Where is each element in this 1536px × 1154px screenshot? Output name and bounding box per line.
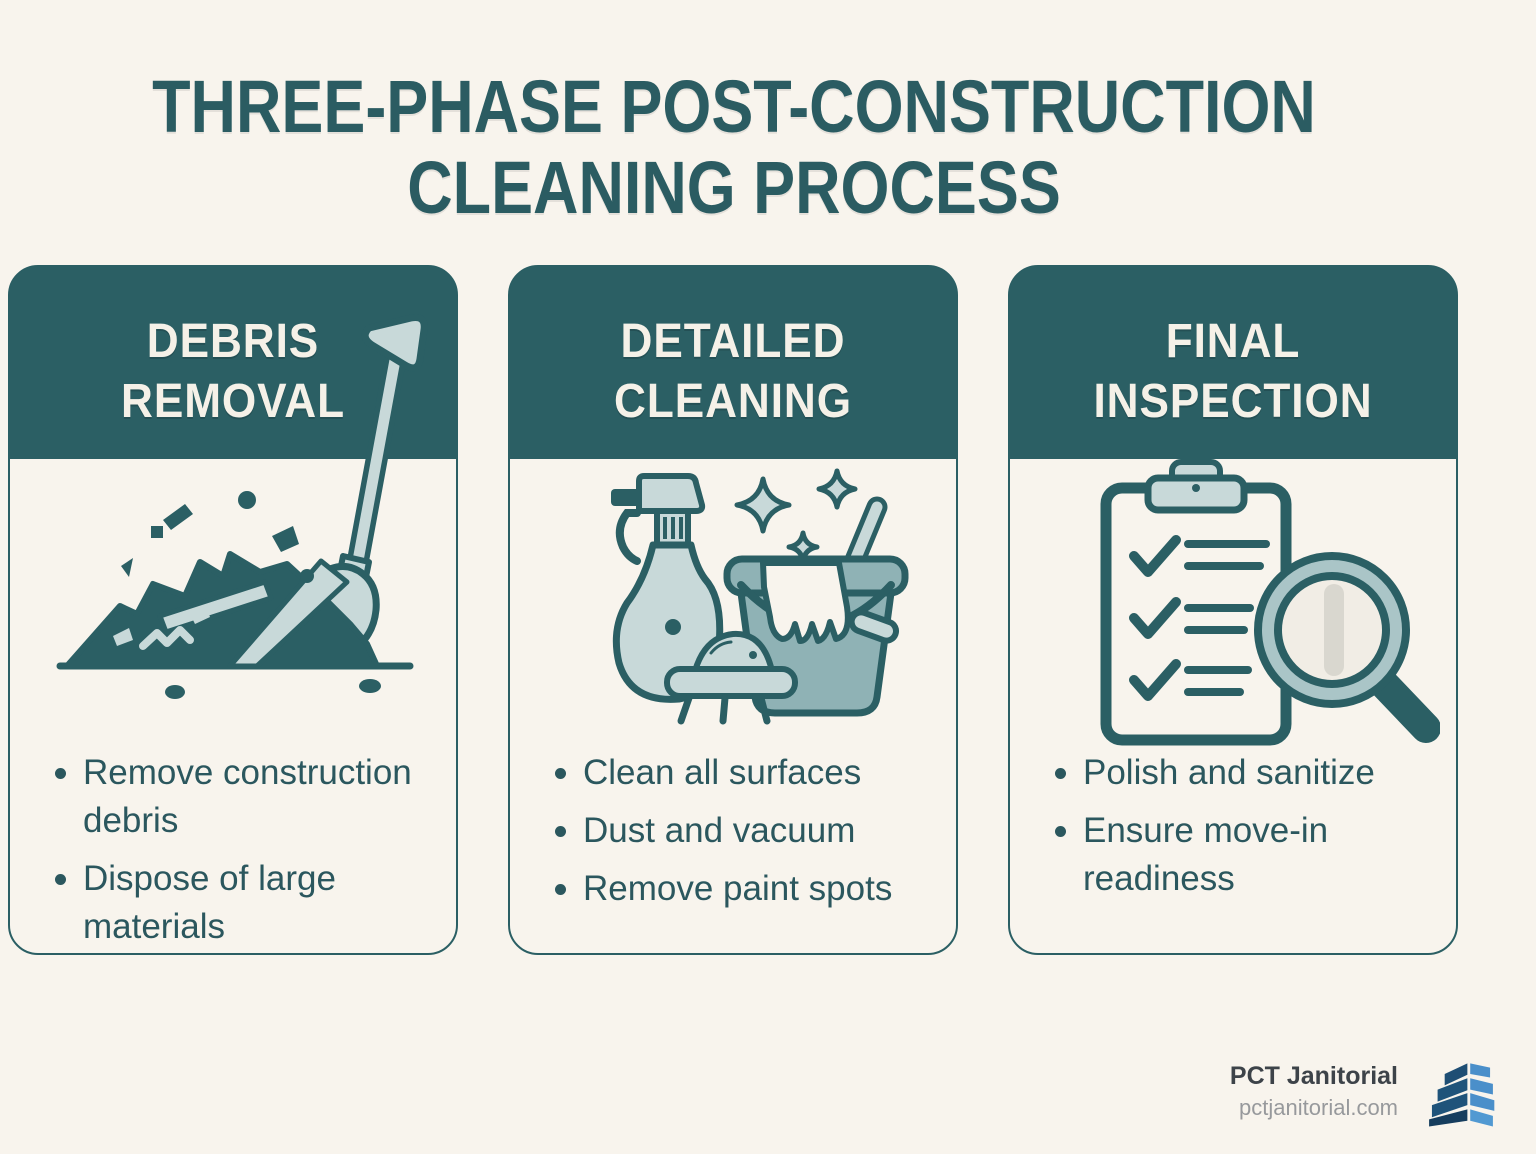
card-debris-removal: DEBRIS REMOVAL [8,265,458,955]
card-final-inspection-header: FINAL INSPECTION [1009,266,1457,459]
card-detailed-cleaning: DETAILED CLEANING [508,265,958,955]
page-title-line1: THREE-PHASE POST-CONSTRUCTION [152,65,1316,148]
card-detailed-cleaning-list: Clean all surfaces Dust and vacuum Remov… [553,749,934,923]
list-item: Clean all surfaces [553,749,934,797]
list-item: Polish and sanitize [1053,749,1434,797]
list-item: Remove paint spots [553,865,934,913]
card-debris-removal-header: DEBRIS REMOVAL [9,266,457,459]
list-item: Remove construction debris [53,749,434,845]
footer-brand: PCT Janitorial pctjanitorial.com [1230,1049,1500,1133]
cleaning-supplies-icon [555,467,915,747]
list-item: Ensure move-in readiness [1053,807,1434,903]
phase-cards-row: DEBRIS REMOVAL [8,265,1458,955]
card-final-inspection-list: Polish and sanitize Ensure move-in readi… [1053,749,1434,913]
building-logo-icon [1422,1049,1500,1133]
page-title-line2: CLEANING PROCESS [407,146,1061,229]
clipboard-magnifier-icon [1080,452,1441,752]
card-detailed-cleaning-header: DETAILED CLEANING [509,266,957,459]
card-detailed-cleaning-title: DETAILED CLEANING [614,315,852,428]
list-item: Dispose of large materials [53,855,434,951]
card-final-inspection-title: FINAL INSPECTION [1093,315,1373,428]
shovel-debris-icon [25,309,445,719]
list-item: Dust and vacuum [553,807,934,855]
card-debris-removal-list: Remove construction debris Dispose of la… [53,749,434,961]
card-debris-removal-title: DEBRIS REMOVAL [121,315,345,428]
card-final-inspection: FINAL INSPECTION [1008,265,1458,955]
brand-name: PCT Janitorial [1229,1062,1398,1090]
footer-brand-text: PCT Janitorial pctjanitorial.com [1230,1061,1398,1121]
brand-url: pctjanitorial.com [1239,1095,1398,1120]
